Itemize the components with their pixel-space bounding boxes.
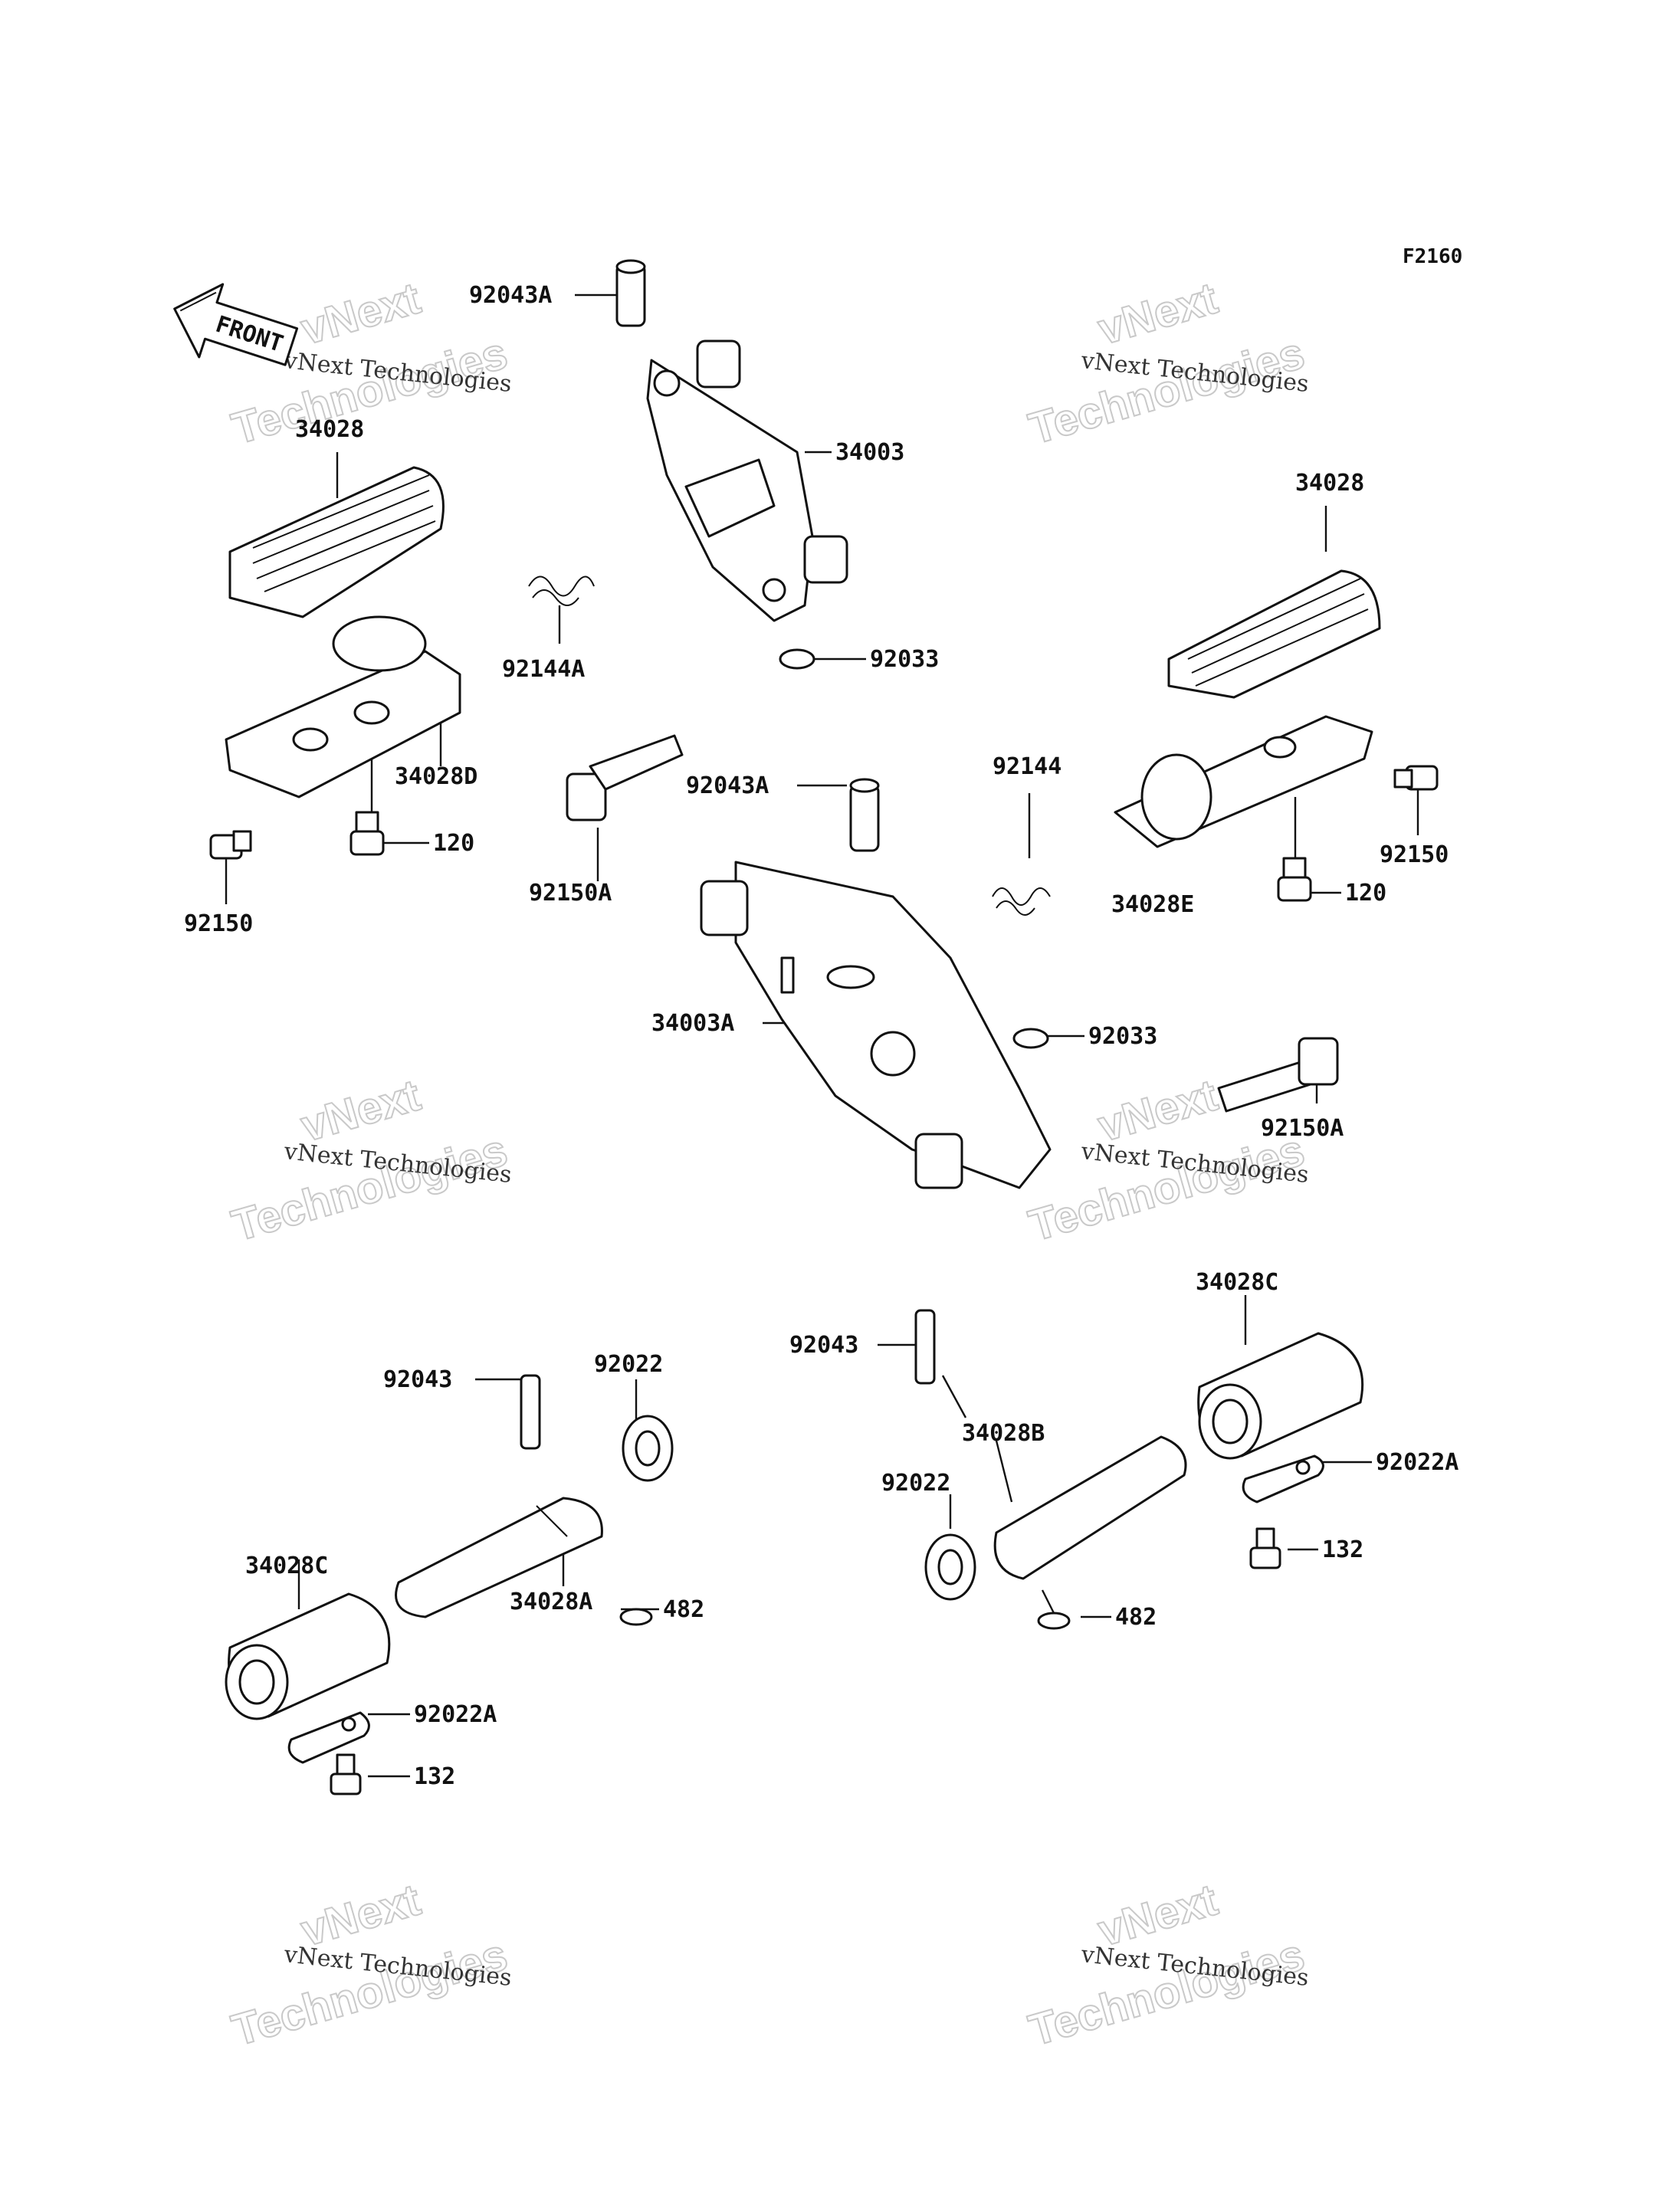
clip-482-right-icon xyxy=(1037,1612,1071,1630)
part-label: 34003 xyxy=(835,439,904,466)
svg-text:Technologies: Technologies xyxy=(1024,1125,1310,1251)
bolt-92150a-upper-icon xyxy=(566,734,684,821)
part-label: 482 xyxy=(1115,1604,1157,1631)
part-label: 92043A xyxy=(469,282,552,309)
part-label: 34003A xyxy=(651,1010,734,1037)
part-label: 92144 xyxy=(993,753,1061,780)
part-label: 92043 xyxy=(383,1366,452,1393)
pin-92043a-middle-icon xyxy=(849,778,880,852)
rubber-34028c-left-icon xyxy=(225,1592,391,1720)
svg-text:Technologies: Technologies xyxy=(1024,1930,1310,2055)
watermark-big-vnext: vNext xyxy=(296,273,426,354)
svg-text:Technologies: Technologies xyxy=(227,1125,513,1251)
part-label: 92033 xyxy=(1088,1023,1157,1050)
part-label: 92033 xyxy=(870,646,939,673)
part-label: 92150A xyxy=(1261,1115,1344,1142)
plate-92022a-left-icon xyxy=(287,1711,370,1764)
part-label: 92022A xyxy=(414,1701,497,1728)
spring-92144-icon xyxy=(992,887,1051,916)
washer-92022-right-icon xyxy=(924,1533,976,1601)
part-label: 92022A xyxy=(1376,1449,1459,1476)
pin-92043-left-icon xyxy=(520,1374,541,1450)
watermark-bottom-right: vNext Technologies vNext Technologies xyxy=(1023,1874,1311,2056)
bolt-120-left-icon xyxy=(349,811,385,856)
pin-92043-right-icon xyxy=(914,1309,936,1385)
clip-482-left-icon xyxy=(619,1608,653,1626)
footpeg-rubber-34028-right-icon xyxy=(1167,569,1381,699)
part-label: 92144A xyxy=(502,656,585,683)
part-label: 34028B xyxy=(962,1420,1045,1447)
part-label: 132 xyxy=(414,1763,455,1790)
footpeg-34028e-icon xyxy=(1114,715,1373,848)
part-label: 132 xyxy=(1322,1536,1363,1563)
leader-lines xyxy=(225,293,1419,1778)
part-label: 92150 xyxy=(184,910,253,937)
part-label: 92022 xyxy=(881,1470,950,1497)
plate-92022a-right-icon xyxy=(1242,1454,1324,1503)
part-labels: 92043A 34003 34028 92144A 92033 34028D 1… xyxy=(184,282,1459,1790)
part-label: 120 xyxy=(433,830,474,857)
svg-text:vNext: vNext xyxy=(1093,1070,1223,1151)
washer-92022-left-icon xyxy=(622,1415,674,1482)
bracket-34003-icon xyxy=(646,339,848,622)
watermark-mid-left: vNext Technologies vNext Technologies xyxy=(226,1069,514,1251)
watermark-bottom-left: vNext Technologies vNext Technologies xyxy=(226,1874,514,2056)
part-label: 34028C xyxy=(245,1553,328,1579)
part-label: 92150A xyxy=(529,880,612,907)
rubber-34028c-right-icon xyxy=(1197,1332,1364,1460)
watermark-top-right: vNext Technologies vNext Technologies xyxy=(1023,272,1311,454)
bolt-92150a-lower-icon xyxy=(1217,1037,1339,1113)
pin-92043a-top-icon xyxy=(615,259,646,327)
bracket-34003a-icon xyxy=(700,861,1052,1189)
part-label: 34028 xyxy=(1295,470,1364,497)
part-label: 34028A xyxy=(510,1589,592,1615)
bolt-120-right-icon xyxy=(1277,857,1312,902)
part-label: 92043A xyxy=(686,772,769,799)
part-label: 34028 xyxy=(295,416,364,443)
bolt-92150-right-icon xyxy=(1393,765,1439,791)
footpeg-34028d-icon xyxy=(225,615,461,798)
peg-shaft-34028b-icon xyxy=(993,1435,1187,1580)
clip-92033-lower-icon xyxy=(1012,1028,1049,1049)
clip-92033-upper-icon xyxy=(779,648,815,670)
bolt-92150-left-icon xyxy=(209,830,252,860)
svg-text:vNext: vNext xyxy=(1093,273,1223,354)
part-drawings xyxy=(209,259,1439,1795)
part-label: 92150 xyxy=(1380,841,1449,868)
svg-text:vNext: vNext xyxy=(296,1070,426,1151)
part-label: 92043 xyxy=(789,1332,858,1359)
part-label: 482 xyxy=(663,1596,704,1623)
part-label: 34028D xyxy=(395,763,477,790)
part-label: 120 xyxy=(1345,880,1386,907)
svg-text:Technologies: Technologies xyxy=(227,1930,513,2055)
bolt-132-right-icon xyxy=(1249,1527,1281,1569)
part-label: 34028E xyxy=(1111,891,1194,918)
peg-shaft-34028a-icon xyxy=(395,1497,603,1618)
footpeg-rubber-34028-left-icon xyxy=(228,466,445,618)
front-arrow-icon: FRONT xyxy=(173,283,299,366)
part-label: 92022 xyxy=(594,1351,663,1378)
part-label: 34028C xyxy=(1196,1269,1278,1296)
figure-code: F2160 xyxy=(1403,245,1462,268)
bolt-132-left-icon xyxy=(330,1753,362,1795)
spring-92144a-icon xyxy=(528,575,595,606)
